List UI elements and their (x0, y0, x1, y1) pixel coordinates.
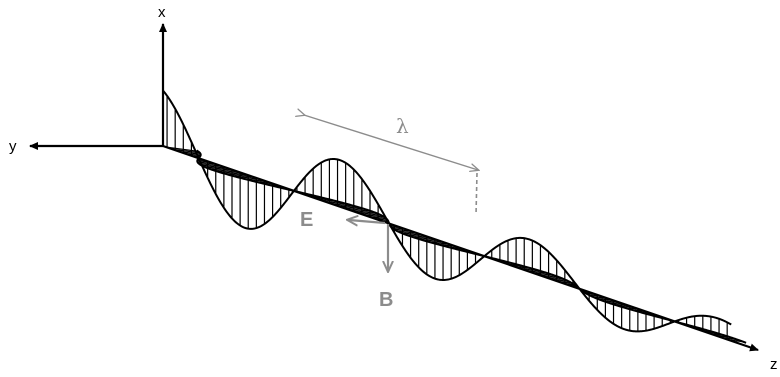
z-axis-label: z (770, 356, 778, 373)
e-wave-curve (162, 89, 732, 333)
y-axis-label: y (9, 138, 17, 155)
wavelength-marker-line (475, 172, 478, 216)
electric-field-wave (162, 89, 732, 340)
e-field-label: E (300, 209, 313, 231)
b-wave-curve (196, 149, 747, 344)
b-field-label: B (379, 289, 393, 311)
e-vector-arrow (349, 220, 386, 223)
wavelength-arrow (304, 115, 478, 170)
z-axis (162, 144, 759, 352)
x-axis-label: x (158, 4, 166, 21)
wavelength-label: λ (396, 114, 409, 138)
